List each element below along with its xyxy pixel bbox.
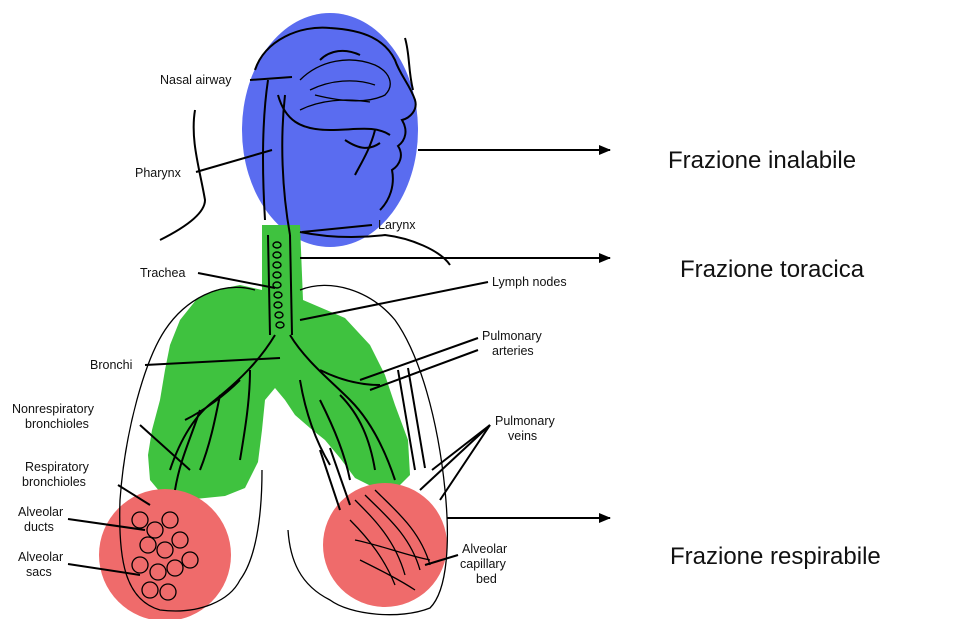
fraction-thoracic-label: Frazione toracica xyxy=(680,256,865,283)
label-alveolar-ducts: Alveolar ducts xyxy=(18,505,67,534)
label-pulmonary-arteries: Pulmonary arteries xyxy=(482,329,545,358)
label-pulmonary-veins: Pulmonary veins xyxy=(495,414,558,443)
label-alveolar-sacs: Alveolar sacs xyxy=(18,550,67,579)
fraction-inhalable-label: Frazione inalabile xyxy=(668,147,856,174)
label-nonrespiratory-bronchioles: Nonrespiratory bronchioles xyxy=(12,402,97,431)
label-trachea: Trachea xyxy=(140,266,185,280)
label-pharynx: Pharynx xyxy=(135,166,182,180)
label-respiratory-bronchioles: Respiratory bronchioles xyxy=(22,460,92,489)
fraction-labels: Frazione inalabile Frazione toracica Fra… xyxy=(668,147,881,570)
label-lymph-nodes: Lymph nodes xyxy=(492,275,567,289)
label-bronchi: Bronchi xyxy=(90,358,132,372)
respirable-zone-right xyxy=(323,483,447,607)
label-larynx: Larynx xyxy=(378,218,416,232)
fraction-respirable-label: Frazione respirabile xyxy=(670,543,881,570)
label-nasal-airway: Nasal airway xyxy=(160,73,232,87)
label-alveolar-capillary-bed: Alveolar capillary bed xyxy=(460,542,511,586)
